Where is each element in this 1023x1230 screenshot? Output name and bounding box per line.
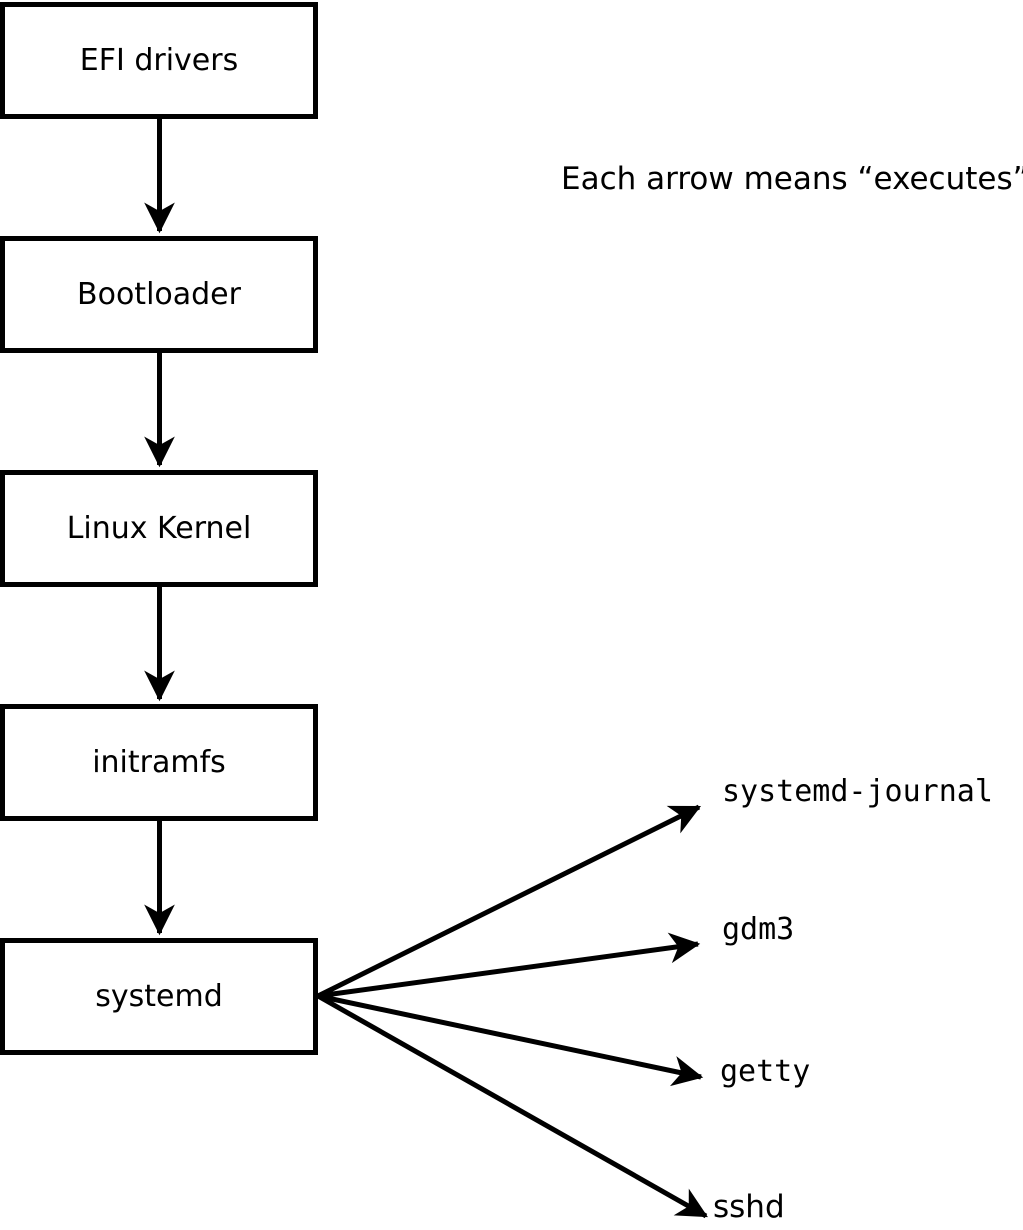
node-systemd: systemd <box>0 938 318 1055</box>
arrow-legend-caption: Each arrow means “executes”. <box>561 161 1023 197</box>
node-initramfs-label: initramfs <box>92 744 226 780</box>
target-label-sshd: sshd <box>713 1189 785 1225</box>
node-bootloader: Bootloader <box>0 236 318 353</box>
arrow-systemd-to-getty <box>317 993 704 1087</box>
node-linux-kernel-label: Linux Kernel <box>66 510 252 546</box>
arrow-systemd-to-gdm3 <box>317 932 701 999</box>
node-systemd-label: systemd <box>95 978 223 1014</box>
node-bootloader-label: Bootloader <box>77 276 241 312</box>
target-label-gdm3: gdm3 <box>722 912 795 947</box>
arrow-systemd-to-sshd <box>316 993 708 1219</box>
node-efi-drivers-label: EFI drivers <box>79 42 239 78</box>
node-initramfs: initramfs <box>0 704 318 821</box>
node-linux-kernel: Linux Kernel <box>0 470 318 587</box>
node-efi-drivers: EFI drivers <box>0 2 318 119</box>
arrow-systemd-to-journal <box>316 804 702 999</box>
target-label-systemd-journal: systemd-journal <box>722 774 993 809</box>
target-label-getty: getty <box>720 1054 811 1089</box>
